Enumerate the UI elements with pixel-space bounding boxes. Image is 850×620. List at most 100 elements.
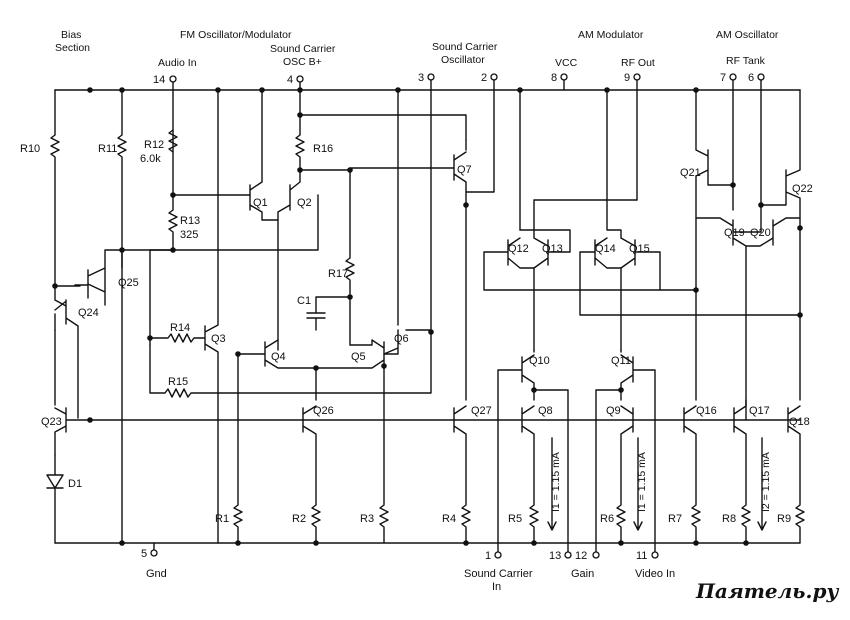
r8-label: R8	[722, 513, 736, 525]
pin-1[interactable]	[494, 551, 502, 559]
pin-8-number: 8	[551, 72, 557, 84]
q26-label: Q26	[313, 405, 334, 417]
watermark-text: Паятель.ру	[695, 579, 839, 603]
pin-12-number: 12	[575, 550, 587, 562]
fm-oscillator-label: FM Oscillator/Modulator	[180, 29, 292, 41]
q5-label: Q5	[351, 351, 366, 363]
am-modulator-label: AM Modulator	[578, 29, 644, 41]
video-in-label: Video In	[635, 568, 675, 580]
pin-12[interactable]	[592, 551, 600, 559]
r6-label: R6	[600, 513, 614, 525]
current-i1-right: I1 = 1.15 mA	[636, 452, 648, 512]
q19-label: Q19	[724, 227, 745, 239]
r13-value: 325	[180, 229, 198, 241]
q14-label: Q14	[595, 243, 616, 255]
current-i1-left: I1 = 1.15 mA	[550, 452, 562, 512]
q27-label: Q27	[471, 405, 492, 417]
q17-label: Q17	[749, 405, 770, 417]
bottom-pins: 5 Gnd 1 Sound Carrier In 13 12 Gain 11 V…	[141, 548, 675, 593]
bias-label-1: Bias	[61, 29, 81, 41]
c1-label: C1	[297, 295, 311, 307]
pin-7-number: 7	[720, 72, 726, 84]
top-pins: 14 4 3 2 8 9 7 6	[153, 72, 765, 86]
rf-out-label: RF Out	[621, 57, 655, 69]
pin-8[interactable]	[560, 73, 568, 81]
sc-oscillator-label-2: Oscillator	[441, 54, 485, 66]
pin-14[interactable]	[169, 75, 177, 83]
pin-9-number: 9	[624, 72, 630, 84]
bias-section: R10 R11 Q25 Q24 Q23 D1	[20, 89, 801, 544]
r15-label: R15	[168, 376, 188, 388]
pin-11[interactable]	[651, 551, 659, 559]
q10-label: Q10	[529, 355, 550, 367]
q7-label: Q7	[457, 164, 472, 176]
r12-label: R12	[144, 139, 164, 151]
r10-label: R10	[20, 143, 40, 155]
am-modulator-section: Q12 Q13 Q14 Q15 Q10 Q11 Q8 Q9 R5 R6 I1 =…	[483, 89, 801, 553]
r9-label: R9	[777, 513, 791, 525]
q22-label: Q22	[792, 183, 813, 195]
q1-label: Q1	[253, 197, 268, 209]
pin-2-number: 2	[481, 72, 487, 84]
junction-dots	[52, 87, 803, 546]
pin-4-number: 4	[287, 74, 293, 86]
pin-5-number: 5	[141, 548, 147, 560]
pin-3-number: 3	[418, 72, 424, 84]
pin-5[interactable]	[150, 549, 158, 557]
sound-carrier-section: Q7 Q27	[349, 139, 492, 544]
r2-label: R2	[292, 513, 306, 525]
am-oscillator-label: AM Oscillator	[716, 29, 779, 41]
current-i2: I2 = 1.15 mA	[760, 452, 772, 512]
r17-label: R17	[328, 268, 348, 280]
sound-carrier-label-1: Sound Carrier	[270, 43, 336, 55]
bias-label-2: Section	[55, 42, 90, 54]
sound-carrier-in-label-2: In	[492, 581, 501, 593]
vcc-label: VCC	[555, 57, 578, 69]
pin-13-number: 13	[549, 550, 561, 562]
r16-label: R16	[313, 143, 333, 155]
q6-label: Q6	[394, 333, 409, 345]
r1-label: R1	[215, 513, 229, 525]
q16-label: Q16	[696, 405, 717, 417]
am-oscillator-section: Q21 Q22 Q19 Q20 Q16 Q17 Q18 R7 R8 R9 I2 …	[668, 89, 813, 544]
q24-label: Q24	[78, 307, 99, 319]
fm-oscillator-section: R12 6.0k R13 325 Q1 Q2 R16 R17 C1 R14 Q3…	[121, 89, 467, 544]
pin-2[interactable]	[490, 73, 498, 81]
q8-label: Q8	[538, 405, 553, 417]
q4-label: Q4	[271, 351, 286, 363]
audio-in-label: Audio In	[158, 57, 197, 69]
r14-label: R14	[170, 322, 190, 334]
pin-4[interactable]	[296, 75, 304, 83]
pin-1-number: 1	[485, 550, 491, 562]
sc-oscillator-label-1: Sound Carrier	[432, 41, 498, 53]
pin-6-number: 6	[748, 72, 754, 84]
q2-label: Q2	[297, 197, 312, 209]
pin-7[interactable]	[729, 73, 737, 81]
pin-11-number: 11	[636, 550, 647, 562]
pin-3[interactable]	[427, 73, 435, 81]
r13-label: R13	[180, 215, 200, 227]
pin-6[interactable]	[757, 73, 765, 81]
q3-label: Q3	[211, 333, 226, 345]
q15-label: Q15	[629, 243, 650, 255]
q18-label: Q18	[789, 416, 810, 428]
section-labels: Bias Section FM Oscillator/Modulator Aud…	[55, 29, 779, 69]
q11-label: Q11	[611, 355, 631, 367]
gnd-label: Gnd	[146, 568, 167, 580]
r5-label: R5	[508, 513, 522, 525]
q20-label: Q20	[750, 227, 771, 239]
pin-13[interactable]	[564, 551, 572, 559]
gain-label: Gain	[571, 568, 594, 580]
r4-label: R4	[442, 513, 456, 525]
r3-label: R3	[360, 513, 374, 525]
pin-14-number: 14	[153, 74, 165, 86]
r11-label: R11	[98, 143, 117, 155]
q13-label: Q13	[542, 243, 563, 255]
pin-9[interactable]	[633, 73, 641, 81]
q9-label: Q9	[606, 405, 621, 417]
q12-label: Q12	[508, 243, 529, 255]
r12-value: 6.0k	[140, 153, 161, 165]
d1-label: D1	[68, 478, 82, 490]
q23-label: Q23	[41, 416, 62, 428]
